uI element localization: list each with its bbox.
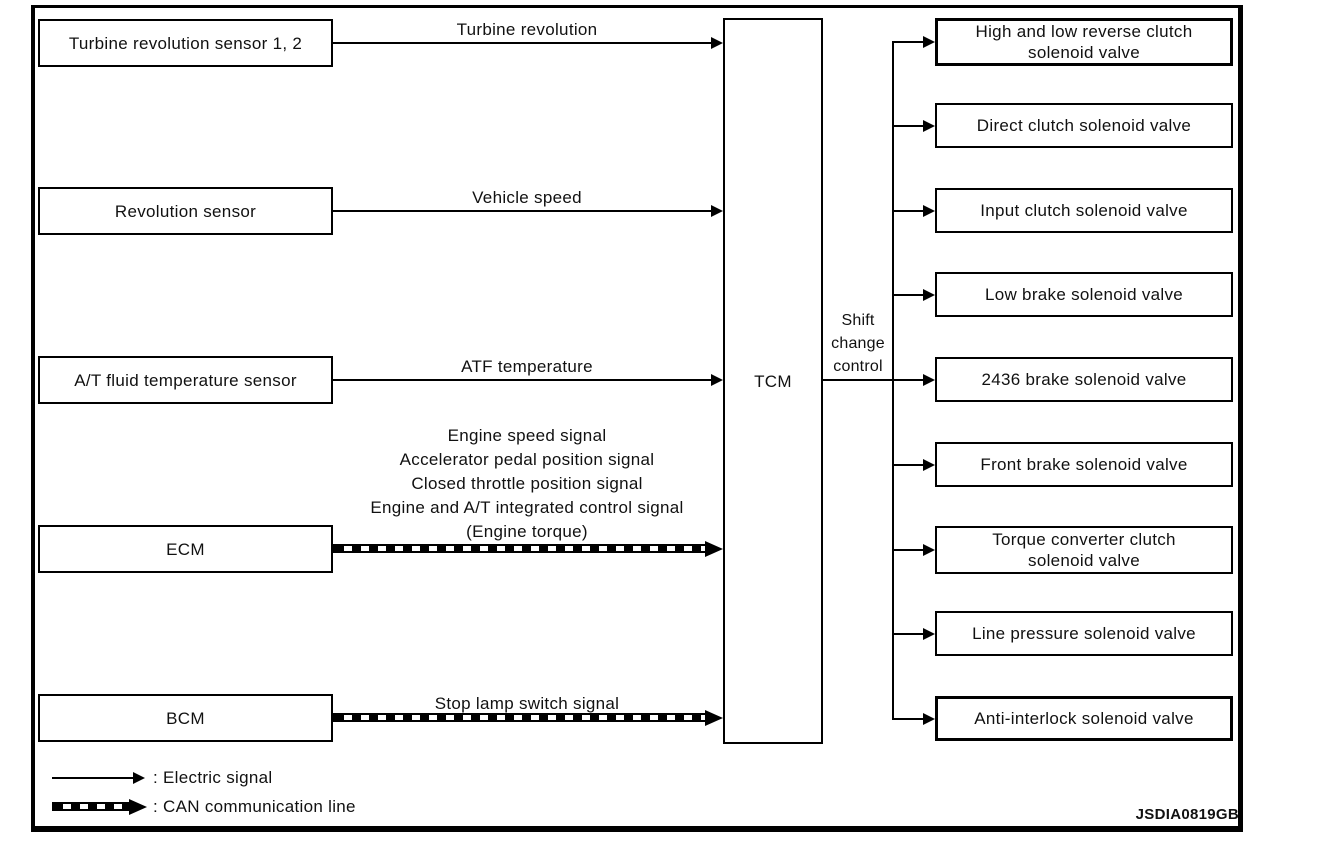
output-box-label: 2436 brake solenoid valve bbox=[981, 370, 1187, 389]
output-box-label: Direct clutch solenoid valve bbox=[976, 116, 1192, 135]
electric-signal-line bbox=[333, 42, 711, 44]
output-box-label: Anti-interlock solenoid valve bbox=[974, 709, 1194, 728]
arrowhead bbox=[133, 772, 145, 784]
legend-can-line bbox=[52, 802, 133, 811]
legend-can-label: : CAN communication line bbox=[153, 797, 356, 816]
signal-label-atf-temperature: ATF temperature bbox=[461, 357, 593, 376]
branch-line bbox=[893, 125, 923, 127]
arrowhead bbox=[711, 374, 723, 386]
output-box-torque-converter-clutch: Torque converter clutch solenoid valve bbox=[935, 526, 1233, 574]
output-box-label: Low brake solenoid valve bbox=[984, 285, 1184, 304]
arrowhead bbox=[923, 120, 935, 132]
input-box-ecm: ECM bbox=[38, 525, 333, 573]
output-box-label: Line pressure solenoid valve bbox=[972, 624, 1196, 643]
arrowhead bbox=[129, 799, 147, 815]
input-box-at-fluid-temperature-sensor: A/T fluid temperature sensor bbox=[38, 356, 333, 404]
arrowhead bbox=[923, 713, 935, 725]
arrowhead bbox=[705, 710, 723, 726]
branch-line bbox=[893, 718, 923, 720]
input-box-label: ECM bbox=[166, 539, 205, 559]
output-box-anti-interlock: Anti-interlock solenoid valve bbox=[935, 696, 1233, 741]
input-box-label: BCM bbox=[166, 708, 205, 728]
tcm-box: TCM bbox=[723, 18, 823, 744]
tcm-output-line bbox=[823, 379, 893, 381]
output-box-high-low-reverse-clutch: High and low reverse clutch solenoid val… bbox=[935, 18, 1233, 66]
signal-label-turbine-revolution: Turbine revolution bbox=[456, 20, 598, 39]
arrowhead bbox=[923, 544, 935, 556]
can-communication-line bbox=[333, 713, 709, 722]
tcm-label: TCM bbox=[754, 371, 792, 391]
shift-change-control-label: Shift change control bbox=[831, 312, 885, 375]
output-box-front-brake: Front brake solenoid valve bbox=[935, 442, 1233, 487]
arrowhead bbox=[923, 36, 935, 48]
branch-line bbox=[893, 41, 923, 43]
arrowhead bbox=[711, 37, 723, 49]
input-box-turbine-revolution-sensor: Turbine revolution sensor 1, 2 bbox=[38, 19, 333, 67]
output-box-2436-brake: 2436 brake solenoid valve bbox=[935, 357, 1233, 402]
electric-signal-line bbox=[333, 210, 711, 212]
figure-code: JSDIA0819GB bbox=[1135, 806, 1239, 823]
input-box-revolution-sensor: Revolution sensor bbox=[38, 187, 333, 235]
output-box-label: Front brake solenoid valve bbox=[980, 455, 1188, 474]
input-box-label: Turbine revolution sensor 1, 2 bbox=[68, 33, 303, 53]
branch-line bbox=[893, 379, 923, 381]
output-box-input-clutch: Input clutch solenoid valve bbox=[935, 188, 1233, 233]
arrowhead bbox=[705, 541, 723, 557]
legend-electric-line bbox=[52, 777, 133, 779]
signal-label-stop-lamp-switch: Stop lamp switch signal bbox=[434, 694, 620, 713]
branch-line bbox=[893, 633, 923, 635]
signal-label-ecm-can-signals: Engine speed signal Accelerator pedal po… bbox=[370, 426, 684, 541]
can-communication-line bbox=[333, 544, 709, 553]
input-box-label: A/T fluid temperature sensor bbox=[74, 370, 297, 390]
branch-line bbox=[893, 210, 923, 212]
output-box-low-brake: Low brake solenoid valve bbox=[935, 272, 1233, 317]
signal-label-vehicle-speed: Vehicle speed bbox=[472, 188, 582, 207]
arrowhead bbox=[923, 459, 935, 471]
arrowhead bbox=[923, 374, 935, 386]
input-box-bcm: BCM bbox=[38, 694, 333, 742]
arrowhead bbox=[923, 205, 935, 217]
output-box-direct-clutch: Direct clutch solenoid valve bbox=[935, 103, 1233, 148]
branch-line bbox=[893, 294, 923, 296]
input-box-label: Revolution sensor bbox=[114, 201, 257, 221]
output-box-label: Input clutch solenoid valve bbox=[980, 201, 1188, 220]
branch-line bbox=[893, 549, 923, 551]
output-box-label: Torque converter clutch solenoid valve bbox=[992, 530, 1176, 570]
diagram-border bbox=[31, 5, 1243, 832]
arrowhead bbox=[923, 289, 935, 301]
output-box-line-pressure: Line pressure solenoid valve bbox=[935, 611, 1233, 656]
arrowhead bbox=[711, 205, 723, 217]
branch-line bbox=[893, 464, 923, 466]
electric-signal-line bbox=[333, 379, 711, 381]
output-box-label: High and low reverse clutch solenoid val… bbox=[975, 22, 1193, 62]
legend-electric-label: : Electric signal bbox=[153, 768, 273, 787]
arrowhead bbox=[923, 628, 935, 640]
